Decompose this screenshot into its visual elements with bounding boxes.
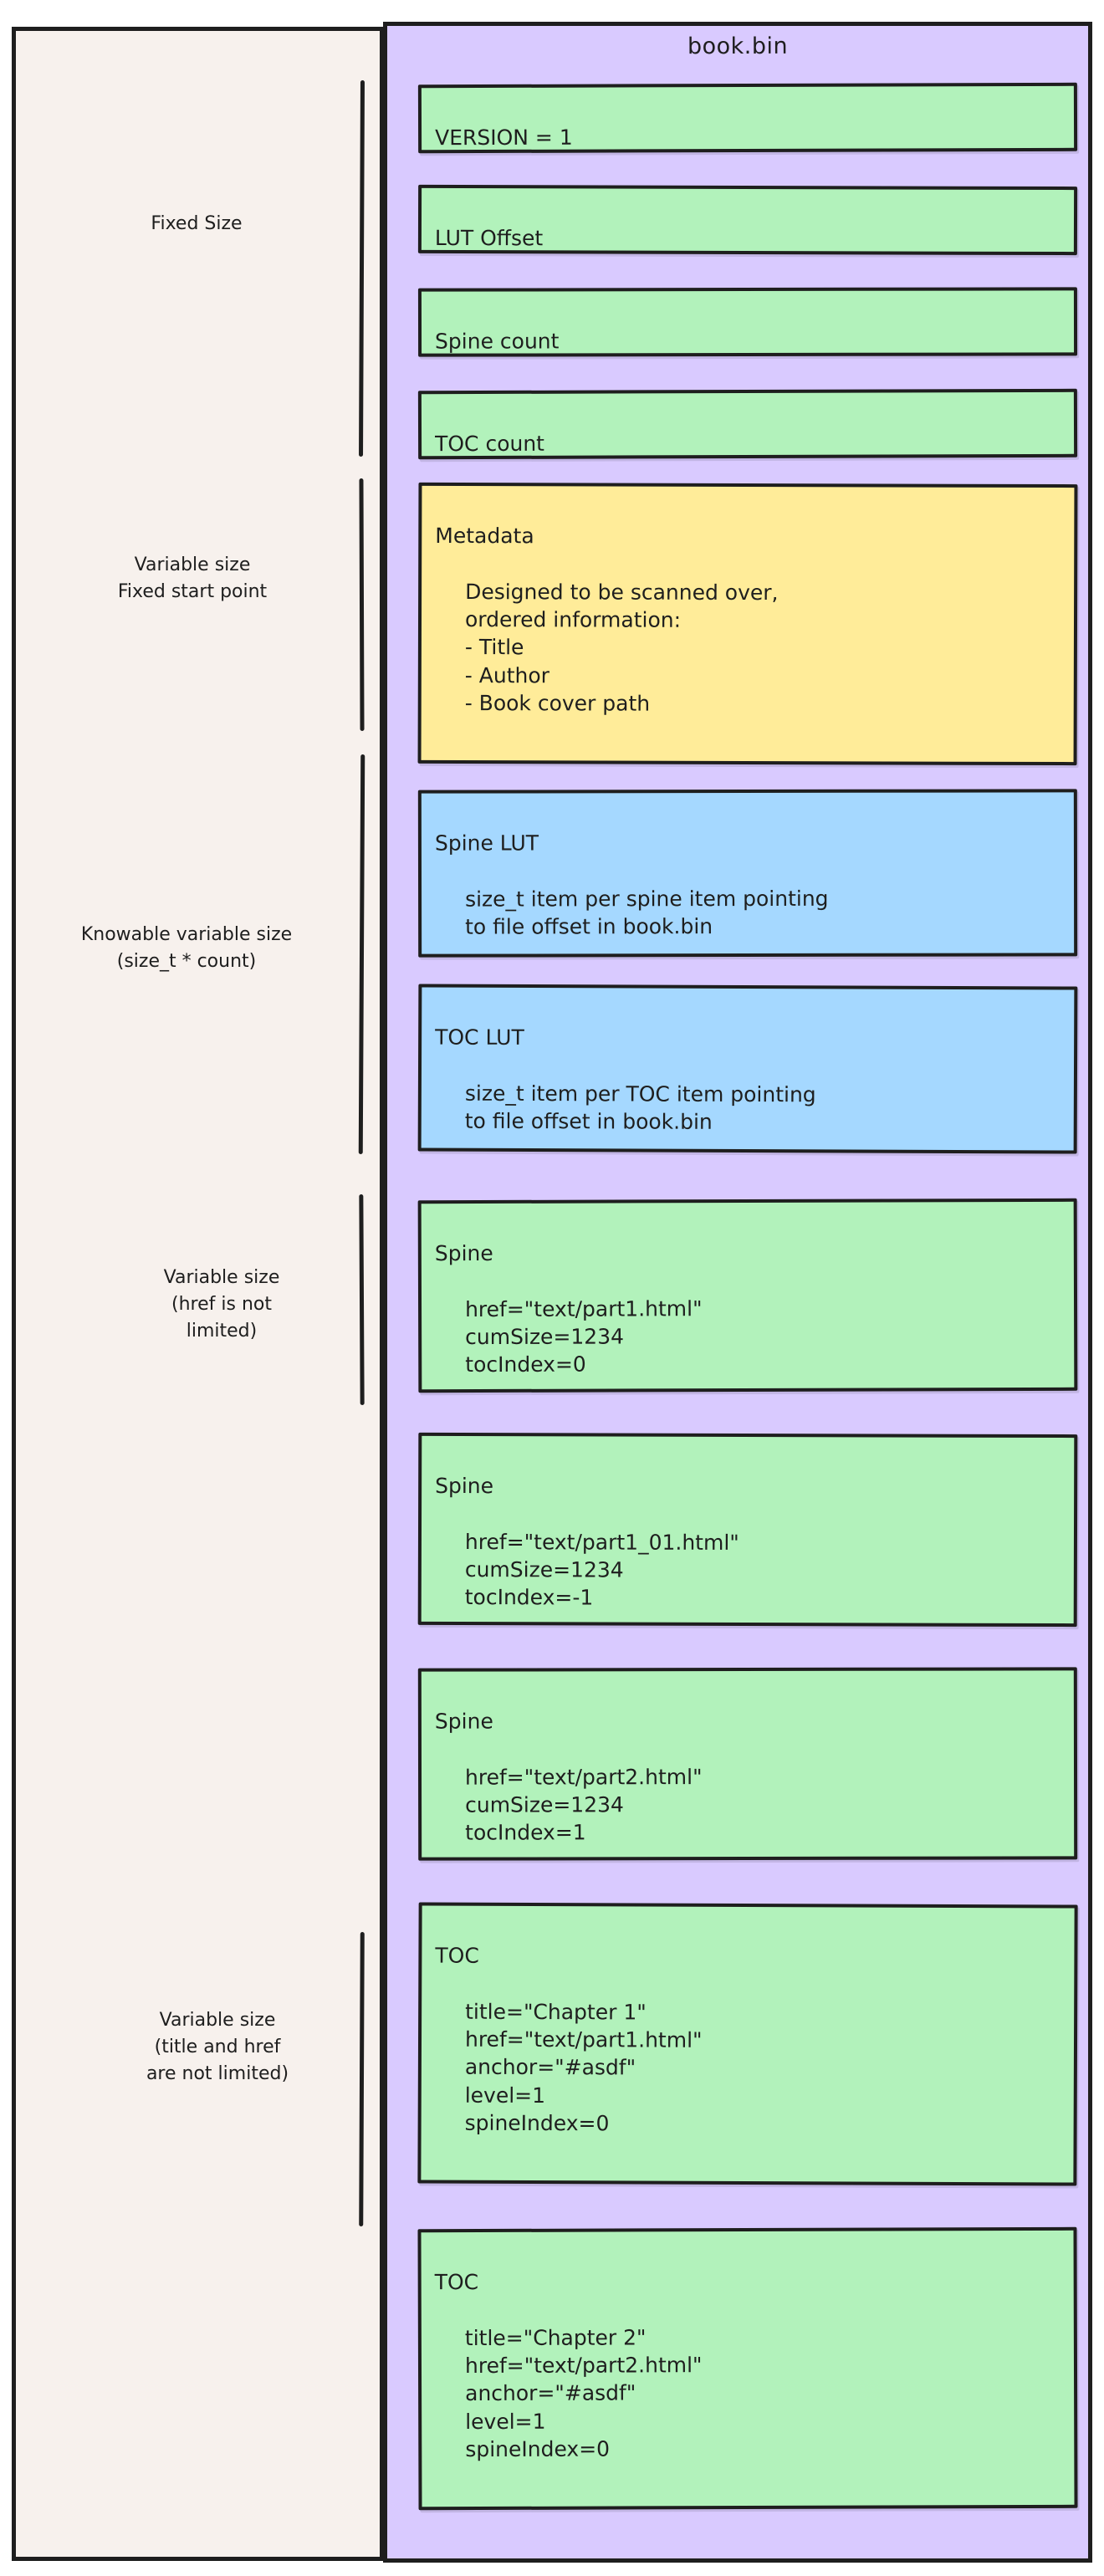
field-box-toc-2-body: title="Chapter 2" href="text/part2.html"… bbox=[464, 2325, 703, 2461]
section-label-variable-fixed-start: Variable size Fixed start point bbox=[117, 555, 268, 602]
field-box-toc-2-header: TOC bbox=[434, 2270, 479, 2295]
section-label-knowable-variable: Knowable variable size (size_t * count) bbox=[80, 924, 293, 972]
field-box-toc-lut[interactable]: TOC LUT size_t item per TOC item pointin… bbox=[417, 984, 1078, 1154]
field-box-spine-count[interactable]: Spine count bbox=[417, 287, 1078, 357]
left-annotation-panel bbox=[12, 27, 383, 2561]
section-divider-variable-fixed-start bbox=[359, 478, 365, 732]
field-box-spine-1-header: Spine bbox=[434, 1241, 493, 1266]
section-label-variable-href: Variable size (href is not limited) bbox=[163, 1267, 280, 1342]
section-label-fixed-size: Fixed Size bbox=[151, 213, 243, 234]
field-box-lut-offset[interactable]: LUT Offset bbox=[417, 184, 1078, 256]
field-box-spine-lut[interactable]: Spine LUT size_t item per spine item poi… bbox=[417, 789, 1078, 958]
field-box-spine-lut-header: Spine LUT bbox=[434, 831, 539, 856]
field-box-spine-2-header: Spine bbox=[435, 1474, 494, 1499]
field-box-spine-3-body: href="text/part2.html" cumSize=1234 tocI… bbox=[465, 1764, 703, 1845]
field-box-lut-offset-header: LUT Offset bbox=[434, 226, 544, 251]
field-box-spine-1-body: href="text/part1.html" cumSize=1234 tocI… bbox=[465, 1296, 703, 1377]
field-box-toc-count-header: TOC count bbox=[435, 432, 545, 457]
field-box-spine-lut-body: size_t item per spine item pointing to f… bbox=[465, 886, 829, 939]
field-box-spine-2[interactable]: Spine href="text/part1_01.html" cumSize=… bbox=[417, 1432, 1078, 1628]
page-title: book.bin bbox=[687, 33, 789, 60]
field-box-toc-lut-header: TOC LUT bbox=[435, 1025, 524, 1050]
section-label-variable-title-href: Variable size (title and href are not li… bbox=[146, 2010, 289, 2084]
field-box-toc-lut-body: size_t item per TOC item pointing to fil… bbox=[464, 1081, 816, 1134]
field-box-metadata[interactable]: Metadata Designed to be scanned over, or… bbox=[417, 482, 1078, 766]
field-box-spine-2-body: href="text/part1_01.html" cumSize=1234 t… bbox=[464, 1529, 739, 1610]
field-box-spine-count-header: Spine count bbox=[435, 329, 560, 354]
field-box-toc-1-body: title="Chapter 1" href="text/part1.html"… bbox=[464, 1999, 703, 2136]
field-box-version[interactable]: VERSION = 1 bbox=[417, 82, 1078, 154]
field-box-metadata-body: Designed to be scanned over, ordered inf… bbox=[464, 579, 779, 716]
field-box-spine-3-header: Spine bbox=[434, 1709, 493, 1734]
field-box-toc-1[interactable]: TOC title="Chapter 1" href="text/part1.h… bbox=[417, 1902, 1078, 2186]
field-box-toc-count[interactable]: TOC count bbox=[417, 388, 1078, 460]
field-box-metadata-header: Metadata bbox=[435, 524, 534, 549]
field-box-version-header: VERSION = 1 bbox=[435, 125, 573, 151]
field-box-toc-2[interactable]: TOC title="Chapter 2" href="text/part2.h… bbox=[417, 2226, 1078, 2511]
field-box-spine-1[interactable]: Spine href="text/part1.html" cumSize=123… bbox=[417, 1198, 1078, 1393]
field-box-spine-3[interactable]: Spine href="text/part2.html" cumSize=123… bbox=[417, 1667, 1078, 1861]
field-box-toc-1-header: TOC bbox=[435, 1943, 479, 1969]
